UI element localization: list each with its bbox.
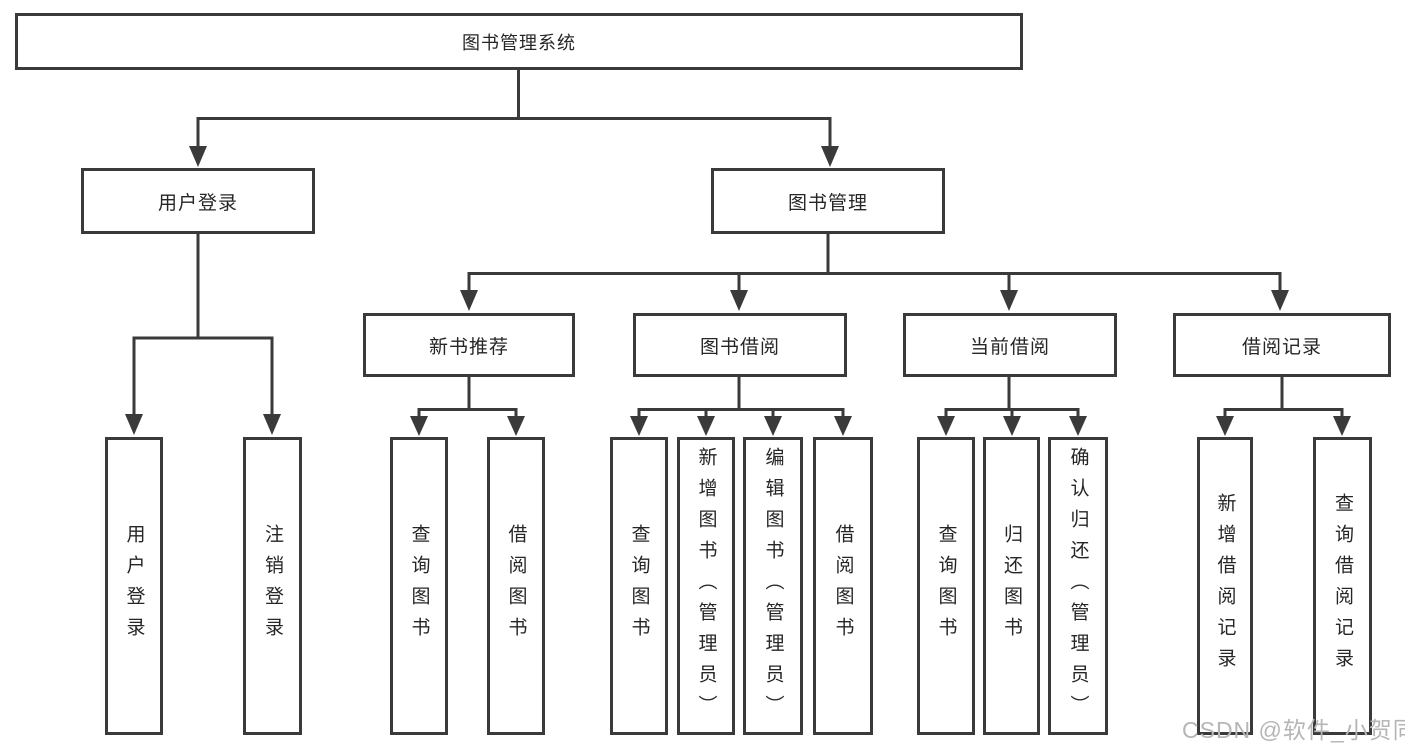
node-label: 新书推荐: [428, 336, 509, 358]
node-label: 用户登录: [123, 524, 145, 648]
connector-new-books-children: [410, 374, 525, 436]
node-label: 查询图书: [935, 524, 957, 648]
arrowhead-icon: [125, 414, 143, 435]
node-label: 归还图书: [1001, 524, 1022, 648]
arrowhead-icon: [764, 416, 782, 436]
csdn-watermark: CSDN @软件_小贺同学: [1182, 717, 1405, 743]
arrowhead-icon: [460, 290, 478, 311]
node-label: 图书管理: [787, 192, 868, 214]
leaf-query-borrow-record: 查询借阅记录: [1313, 437, 1372, 735]
arrowhead-icon: [937, 416, 955, 436]
leaf-user-login: 用户登录: [105, 437, 163, 735]
node-label: 查询图书: [628, 524, 650, 648]
node-label: 用户登录: [157, 192, 238, 214]
leaf-query-books-2: 查询图书: [610, 437, 668, 735]
connector-root-to-level2: [189, 68, 839, 167]
leaf-return-books: 归还图书: [983, 437, 1040, 735]
node-current-borrow: 当前借阅: [903, 313, 1117, 377]
node-label: 编辑图书（管理员）: [762, 446, 784, 726]
node-label: 借阅图书: [832, 524, 854, 648]
arrowhead-icon: [834, 416, 852, 436]
leaf-add-books-admin: 新增图书（管理员）: [677, 437, 735, 735]
node-label: 借阅记录: [1241, 336, 1322, 358]
arrowhead-icon: [1000, 290, 1018, 311]
arrowhead-icon: [1069, 416, 1087, 436]
node-label: 图书借阅: [699, 336, 780, 358]
node-new-book-recommend: 新书推荐: [363, 313, 575, 377]
node-borrow-records: 借阅记录: [1173, 313, 1391, 377]
node-book-borrow: 图书借阅: [633, 313, 847, 377]
node-user-login: 用户登录: [81, 168, 315, 234]
arrowhead-icon: [189, 146, 207, 167]
arrowhead-icon: [1333, 416, 1351, 436]
arrowhead-icon: [730, 290, 748, 311]
node-label: 查询图书: [408, 524, 430, 648]
arrowhead-icon: [410, 416, 428, 436]
leaf-borrow-books-1: 借阅图书: [487, 437, 545, 735]
leaf-query-books-1: 查询图书: [390, 437, 448, 735]
connector-book-borrow-children: [630, 375, 852, 436]
arrowhead-icon: [821, 146, 839, 167]
leaf-logout: 注销登录: [243, 437, 302, 735]
leaf-confirm-return-admin: 确认归还（管理员）: [1048, 437, 1108, 735]
leaf-edit-books-admin: 编辑图书（管理员）: [743, 437, 803, 735]
leaf-borrow-books-2: 借阅图书: [813, 437, 873, 735]
leaf-add-borrow-record: 新增借阅记录: [1197, 437, 1253, 735]
node-root-system: 图书管理系统: [15, 13, 1023, 70]
arrowhead-icon: [630, 416, 648, 436]
node-label: 注销登录: [262, 524, 283, 648]
node-label: 确认归还（管理员）: [1067, 446, 1089, 726]
arrowhead-icon: [1216, 416, 1234, 436]
connector-book-management-to-level3: [460, 232, 1289, 311]
connector-user-login-children: [125, 232, 281, 435]
node-label: 新增图书（管理员）: [695, 446, 717, 726]
leaf-query-books-3: 查询图书: [917, 437, 975, 735]
node-book-management: 图书管理: [711, 168, 945, 234]
node-label: 新增借阅记录: [1214, 493, 1236, 679]
node-label: 查询借阅记录: [1332, 493, 1353, 679]
node-label: 当前借阅: [969, 336, 1050, 358]
arrowhead-icon: [697, 416, 715, 436]
arrowhead-icon: [263, 414, 281, 435]
node-label: 借阅图书: [505, 524, 527, 648]
node-label: 图书管理系统: [462, 32, 576, 53]
arrowhead-icon: [507, 416, 525, 436]
connector-borrow-records-children: [1216, 375, 1351, 436]
arrowhead-icon: [1271, 290, 1289, 311]
arrowhead-icon: [1003, 416, 1021, 436]
connector-current-borrow-children: [937, 375, 1087, 436]
